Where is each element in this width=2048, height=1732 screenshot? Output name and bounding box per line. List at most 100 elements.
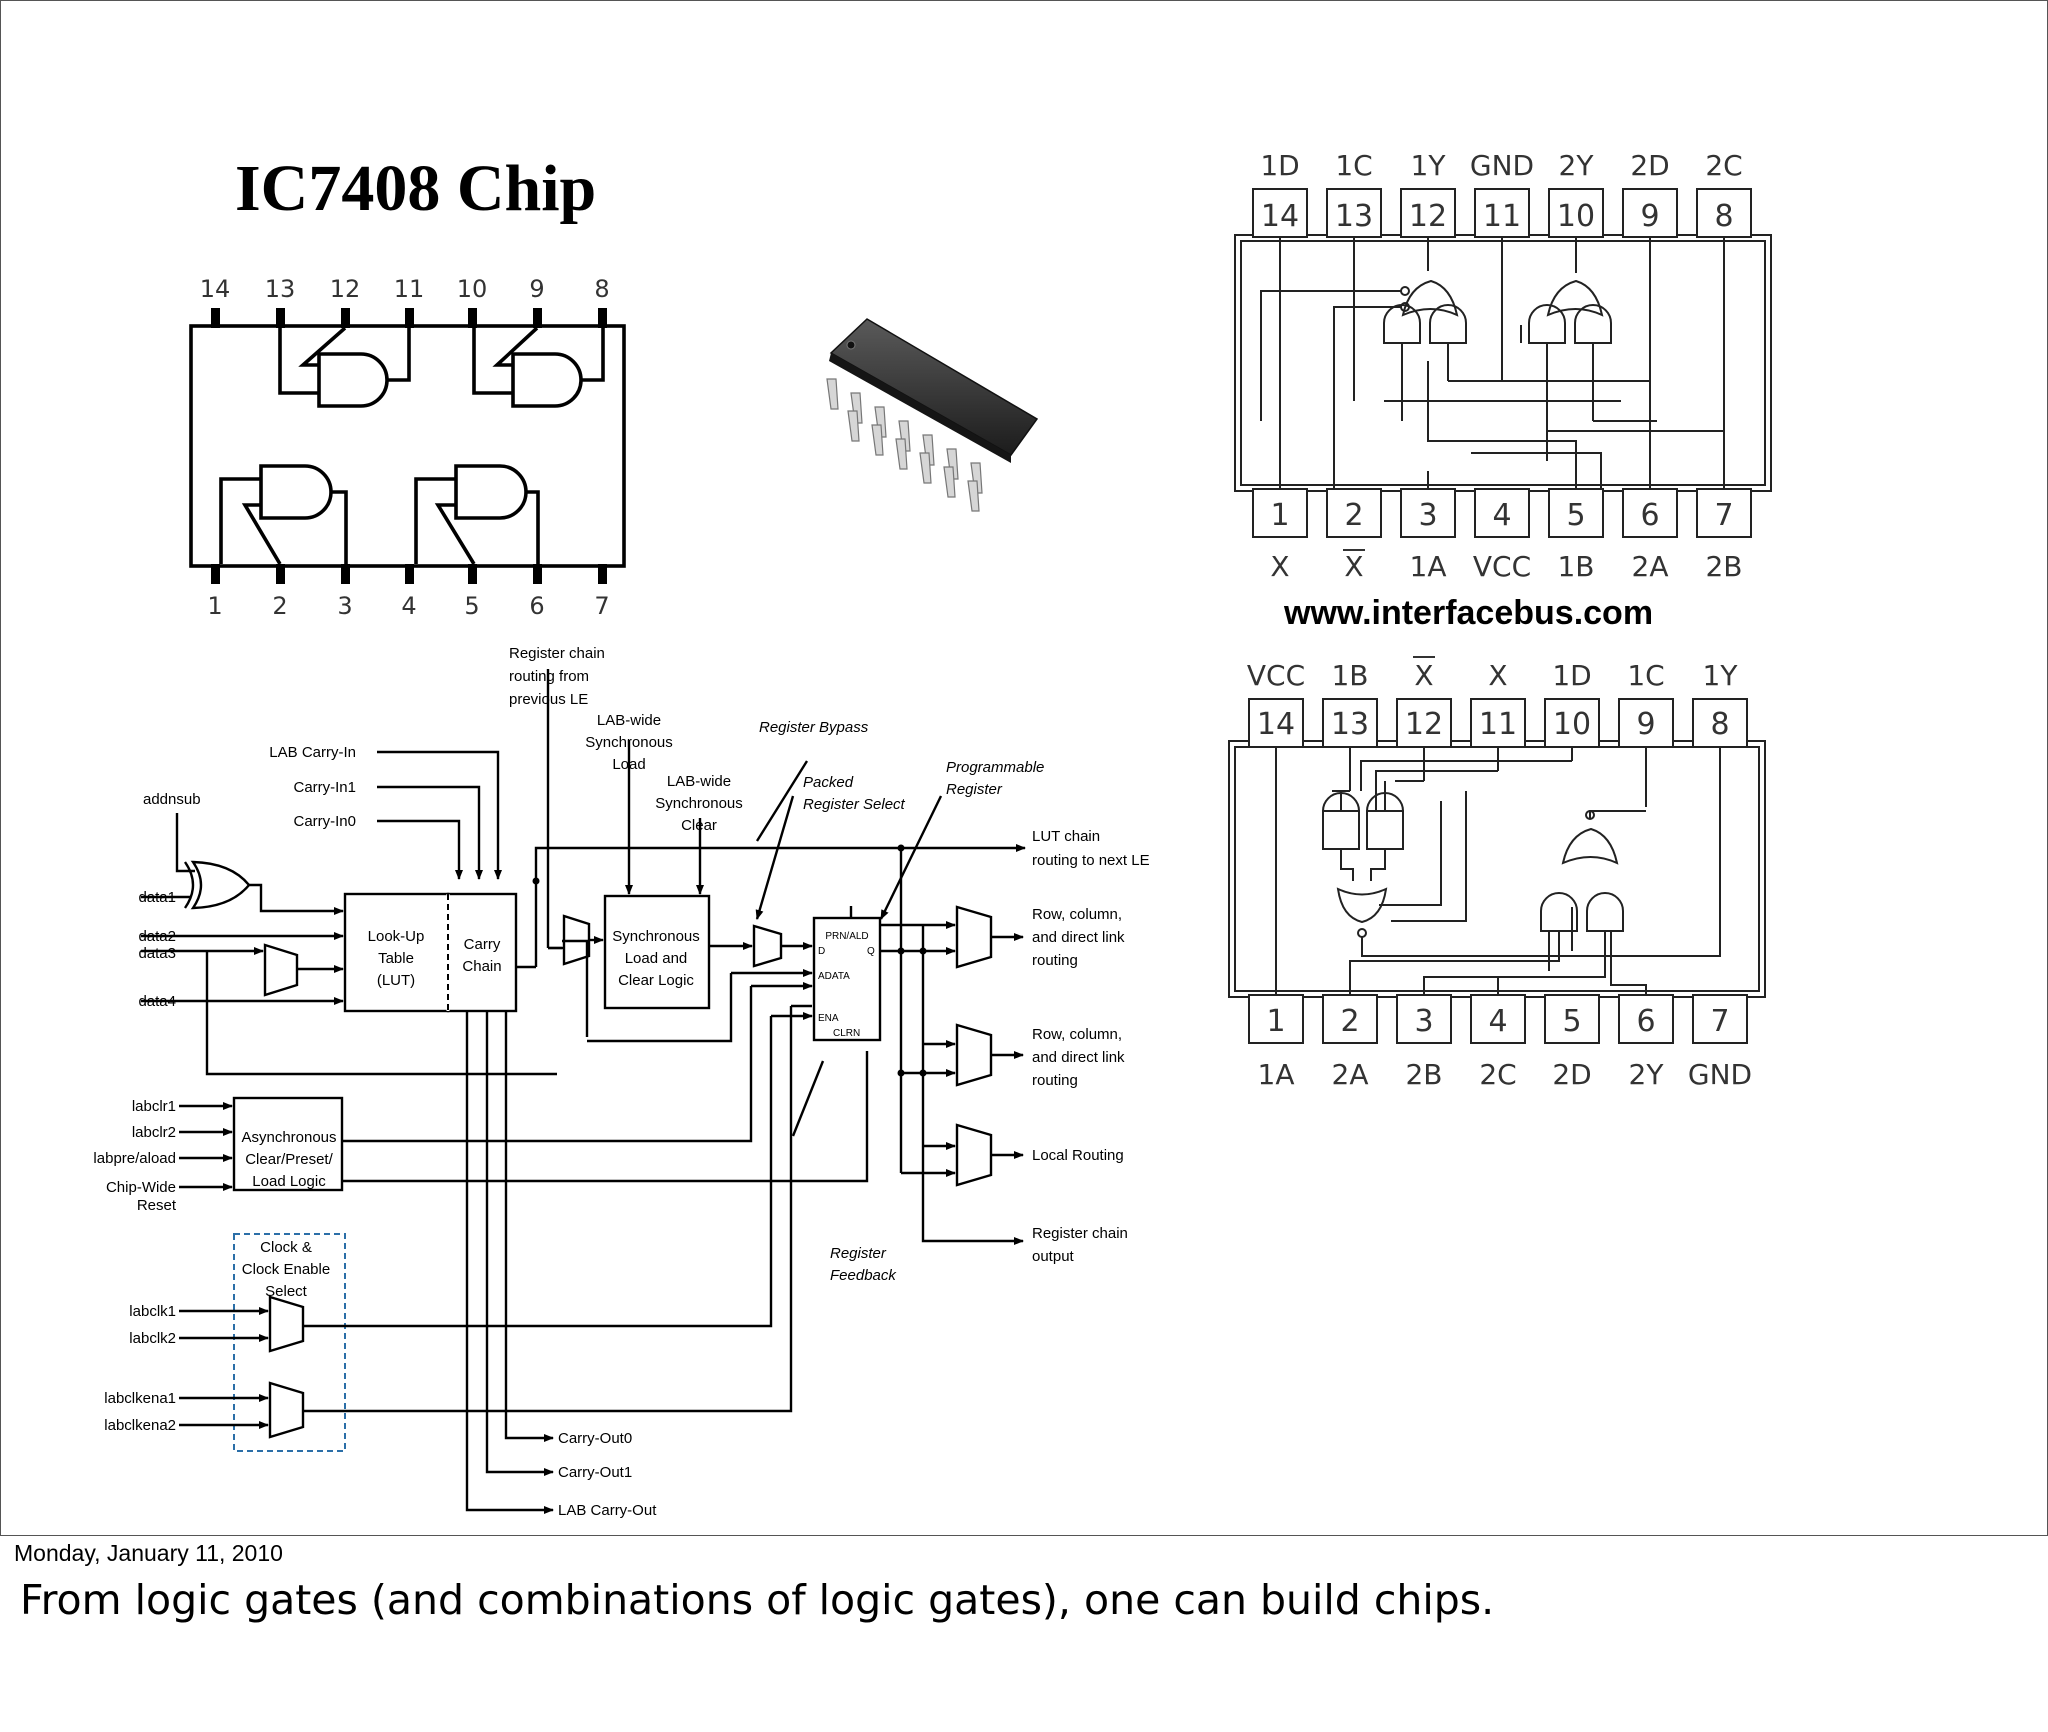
register-pin-label: ENA	[818, 1013, 839, 1024]
ic7408-pin-label: 2	[272, 592, 287, 620]
chip-a-pin-number: 8	[1714, 199, 1733, 234]
chip-b-top-label: 1B	[1331, 659, 1368, 692]
register-pin-label: D	[818, 946, 825, 957]
input-label: LAB Carry-In	[269, 744, 356, 761]
output-label: and direct link	[1032, 1049, 1125, 1066]
input-label: labclkena2	[104, 1417, 176, 1434]
lut-label: (LUT)	[377, 972, 415, 989]
chip-a-pin-number: 12	[1409, 199, 1447, 234]
input-label: data2	[138, 928, 176, 945]
async-block-label: Asynchronous	[241, 1129, 336, 1146]
annotation-lut-chain: routing to next LE	[1032, 852, 1150, 869]
output-label: routing	[1032, 1072, 1078, 1089]
dip-chip-photo	[826, 318, 1039, 512]
ic7408-pin-label: 5	[464, 592, 479, 620]
output-label: Row, column,	[1032, 1026, 1122, 1043]
input-label: labpre/aload	[93, 1150, 176, 1167]
input-label: Carry-In0	[293, 813, 356, 830]
ic7408-pin-label: 13	[265, 275, 296, 303]
annotation-register-bypass: Register Bypass	[759, 719, 869, 736]
chip-a-top-label: 1D	[1260, 149, 1299, 182]
output-label: routing	[1032, 952, 1078, 969]
output-label: Local Routing	[1032, 1147, 1124, 1164]
register-pin-label: CLRN	[833, 1028, 860, 1039]
chip-a-pin-number: 2	[1344, 498, 1363, 533]
slide-title: IC7408 Chip	[235, 152, 597, 225]
annotation-register-feedback: Register	[830, 1245, 887, 1262]
chip-a-pin-number: 6	[1640, 498, 1659, 533]
chip-b-bottom-label: 1A	[1258, 1058, 1295, 1091]
output-label: Register chain	[1032, 1225, 1128, 1242]
ic7408-top-pin-numbers: 14 13 12 11 10 9 8	[200, 275, 610, 303]
chip-b-bottom-label: 2B	[1405, 1058, 1442, 1091]
diagram-labels: 14 13 12 11 10 9 8 1 2 3 4 5 6 7 1D 1C 1…	[93, 149, 1752, 1519]
chip-a-bottom-label: 2B	[1705, 550, 1742, 583]
ic7408-pin-label: 12	[330, 275, 361, 303]
chip-a-labels: 1D 1C 1Y GND 2Y 2D 2C 14 13 12 11 10 9 8…	[1260, 149, 1742, 583]
chip-b-pin-number: 12	[1405, 707, 1443, 742]
chip-a-pin-number: 9	[1640, 199, 1659, 234]
logic-element-diagram	[141, 669, 1026, 1514]
chip-b-pin-number: 8	[1710, 707, 1729, 742]
clock-block-label: Clock &	[260, 1239, 312, 1256]
input-label: labclr1	[132, 1098, 176, 1115]
ic7408-pin-label: 1	[207, 592, 222, 620]
chip-a-bottom-label: X	[1270, 550, 1289, 583]
chip-b-bottom-label: 2D	[1552, 1058, 1591, 1091]
chip-a-top-label: 1C	[1335, 149, 1372, 182]
carry-chain-label: Carry	[464, 936, 501, 953]
annotation-register-chain: Register chain	[509, 645, 605, 662]
chip-b-pin-number: 9	[1636, 707, 1655, 742]
chip-a-top-label: GND	[1470, 149, 1534, 182]
annotation-programmable: Register	[946, 781, 1003, 798]
carry-chain-label: Chain	[462, 958, 501, 975]
annotation-lab-load: Load	[612, 756, 645, 773]
sync-block-label: Load and	[625, 950, 688, 967]
chip-b-pin-number: 14	[1257, 707, 1295, 742]
ic7408-pin-label: 10	[457, 275, 488, 303]
chip-a-top-label: 2Y	[1559, 149, 1595, 182]
chip-a-top-label: 2D	[1630, 149, 1669, 182]
input-label: labclr2	[132, 1124, 176, 1141]
chip-a-pin-number: 7	[1714, 498, 1733, 533]
chip-b-pin-number: 2	[1340, 1004, 1359, 1039]
slide: IC7408 Chip www.interfacebus.com 14 13 1…	[0, 0, 2048, 1536]
input-label: Carry-In1	[293, 779, 356, 796]
annotation-register-chain: previous LE	[509, 691, 588, 708]
lut-label: Look-Up	[368, 928, 425, 945]
slide-artwork	[141, 188, 1772, 1514]
annotation-register-feedback: Feedback	[830, 1267, 897, 1284]
output-label: Carry-Out0	[558, 1430, 632, 1447]
annotation-lab-load: LAB-wide	[597, 712, 661, 729]
chip-a-bottom-label: 1B	[1557, 550, 1594, 583]
output-label: Row, column,	[1032, 906, 1122, 923]
slide-date: Monday, January 11, 2010	[14, 1540, 283, 1566]
ic7408-bottom-pin-numbers: 1 2 3 4 5 6 7	[207, 592, 609, 620]
annotation-lab-load: Synchronous	[585, 734, 673, 751]
input-label: Reset	[137, 1197, 177, 1214]
annotation-lut-chain: LUT chain	[1032, 828, 1100, 845]
output-label: output	[1032, 1248, 1075, 1265]
speaker-notes: From logic gates (and combinations of lo…	[20, 1576, 1495, 1624]
register-pin-label: ADATA	[818, 971, 850, 982]
annotation-packed: Packed	[803, 774, 854, 791]
chip-b-top-label: 1C	[1627, 659, 1664, 692]
chip-b-bottom-label: 2A	[1332, 1058, 1369, 1091]
chip-b-top-label: X	[1414, 659, 1433, 692]
ic7408-pin-label: 6	[529, 592, 544, 620]
clock-block-label: Select	[265, 1283, 308, 1300]
input-label: data1	[138, 889, 176, 906]
ic7408-diagram	[189, 308, 626, 584]
async-block-label: Load Logic	[252, 1173, 326, 1190]
chip-b-diagram	[1228, 698, 1766, 1044]
chip-a-pin-number: 3	[1418, 498, 1437, 533]
register-pin-label: Q	[867, 946, 875, 957]
website-label: www.interfacebus.com	[1284, 594, 1654, 632]
chip-a-pin-number: 10	[1557, 199, 1595, 234]
ic7408-pin-label: 14	[200, 275, 231, 303]
chip-b-pin-number: 3	[1414, 1004, 1433, 1039]
input-label: labclkena1	[104, 1390, 176, 1407]
chip-b-pin-number: 6	[1636, 1004, 1655, 1039]
input-label: Chip-Wide	[106, 1179, 176, 1196]
chip-b-top-label: X	[1488, 659, 1507, 692]
